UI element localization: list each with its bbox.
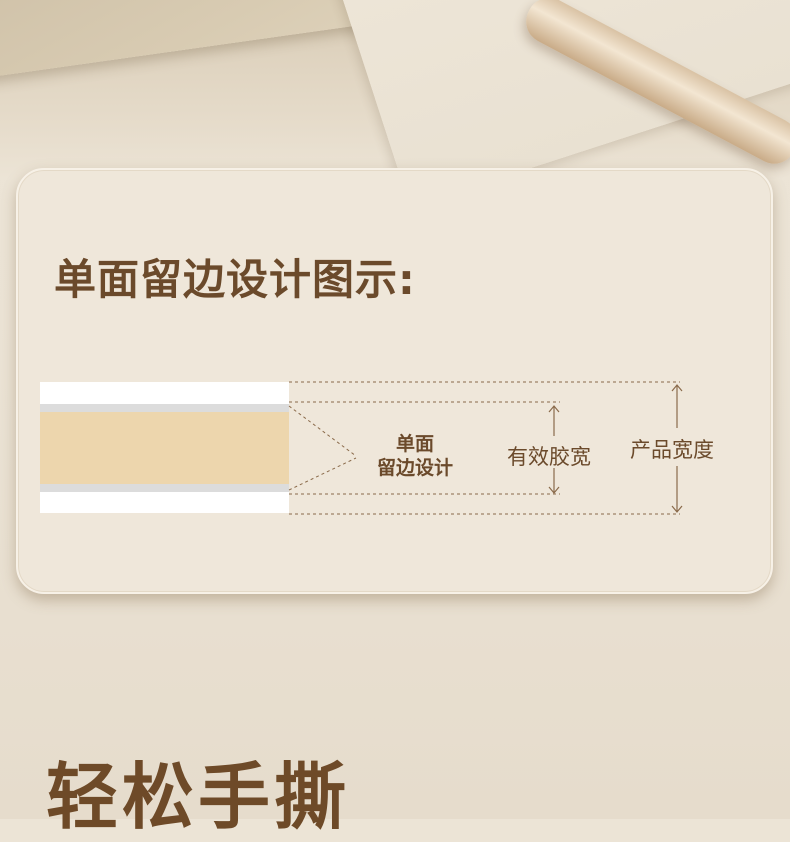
- label-effective-width: 有效胶宽: [507, 445, 591, 469]
- tape-edge-bottom: [40, 484, 289, 492]
- label-product-width: 产品宽度: [630, 438, 714, 462]
- label-single-side-margin: 单面 留边设计: [362, 432, 468, 480]
- tape-cross-section: [40, 382, 289, 513]
- tape-adhesive-layer: [40, 412, 289, 484]
- tape-liner-bottom: [40, 492, 289, 513]
- label-design-line-2: 留边设计: [376, 457, 453, 479]
- section-title: 轻松手撕: [46, 755, 351, 839]
- diagram-title: 单面留边设计图示:: [54, 255, 416, 304]
- tape-edge-top: [40, 404, 289, 412]
- tape-liner-top: [40, 382, 289, 404]
- label-design-line-1: 单面: [395, 433, 434, 455]
- diagram-card: [16, 168, 773, 594]
